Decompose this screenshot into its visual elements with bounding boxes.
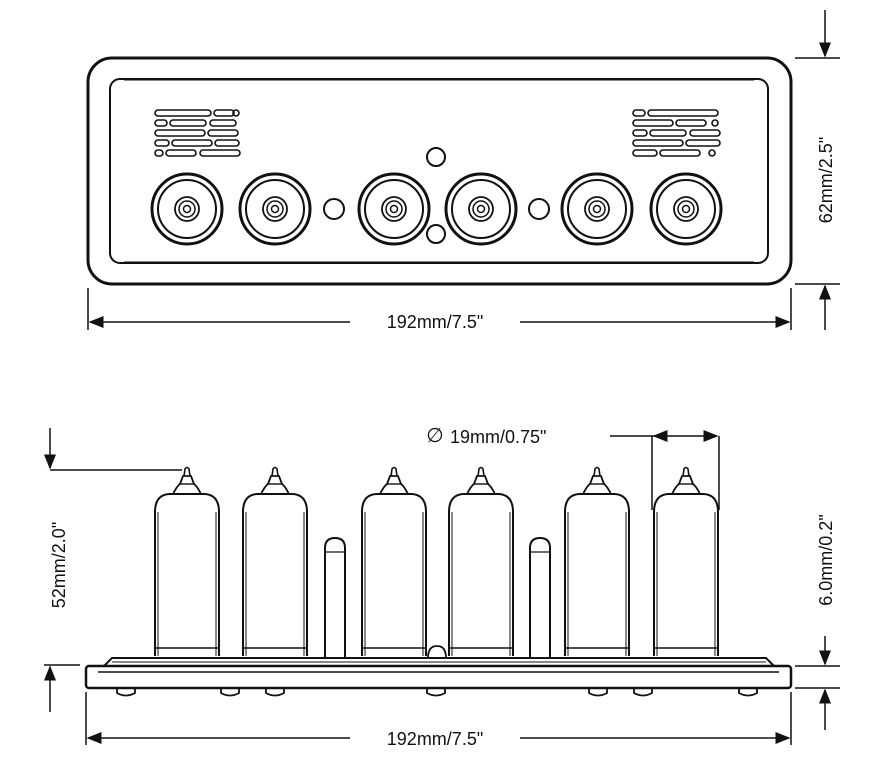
tube-socket-3 <box>357 172 431 246</box>
side-view <box>84 466 793 697</box>
tube-sockets <box>150 172 723 246</box>
side-view-dimensions <box>44 428 840 745</box>
nixie-tube-2 <box>242 466 308 656</box>
right-vent-grille <box>632 109 721 157</box>
nixie-tube-3 <box>361 466 427 656</box>
top-plate <box>103 657 775 667</box>
tube-height-label: 52mm/2.0" <box>49 522 69 608</box>
top-view-dimensions <box>87 10 840 330</box>
top-view <box>86 56 793 286</box>
top-indicator-left <box>323 198 345 220</box>
base-foot-5 <box>588 688 608 697</box>
diameter-symbol: ∅ <box>426 425 443 447</box>
tube-socket-4 <box>444 172 518 246</box>
left-vent-grille <box>154 109 241 157</box>
tube-socket-6 <box>649 172 723 246</box>
nixie-tube-1 <box>154 466 220 656</box>
base-foot-6 <box>633 688 653 697</box>
tube-socket-2 <box>238 172 312 246</box>
top-indicator-lower <box>426 224 446 244</box>
base-foot-3 <box>265 688 285 697</box>
nixie-tube-4 <box>448 466 514 656</box>
base-thickness-label: 6.0mm/0.2" <box>816 514 836 605</box>
indicator-post-right <box>529 536 551 658</box>
base-foot-1 <box>116 688 136 697</box>
tube-socket-1 <box>150 172 224 246</box>
indicator-post-left <box>324 536 346 658</box>
base-foot-7 <box>738 688 758 697</box>
nixie-tube-6 <box>653 466 719 656</box>
nixie-tubes <box>154 466 719 656</box>
base-feet <box>116 688 758 697</box>
tube-socket-5 <box>560 172 634 246</box>
base-foot-2 <box>220 688 240 697</box>
nixie-tube-5 <box>564 466 630 656</box>
top-indicator-right <box>528 198 550 220</box>
top-width-label: 192mm/7.5" <box>387 312 483 332</box>
side-width-label: 192mm/7.5" <box>387 729 483 749</box>
center-bump <box>427 645 447 659</box>
top-indicator-upper <box>426 147 446 167</box>
tube-diameter-label: 19mm/0.75" <box>450 427 546 447</box>
base-plate <box>84 664 793 690</box>
top-view-inner-frame <box>109 78 769 264</box>
top-view-outer-frame <box>86 56 793 286</box>
base-foot-4 <box>426 688 446 697</box>
top-height-label: 62mm/2.5" <box>816 137 836 223</box>
